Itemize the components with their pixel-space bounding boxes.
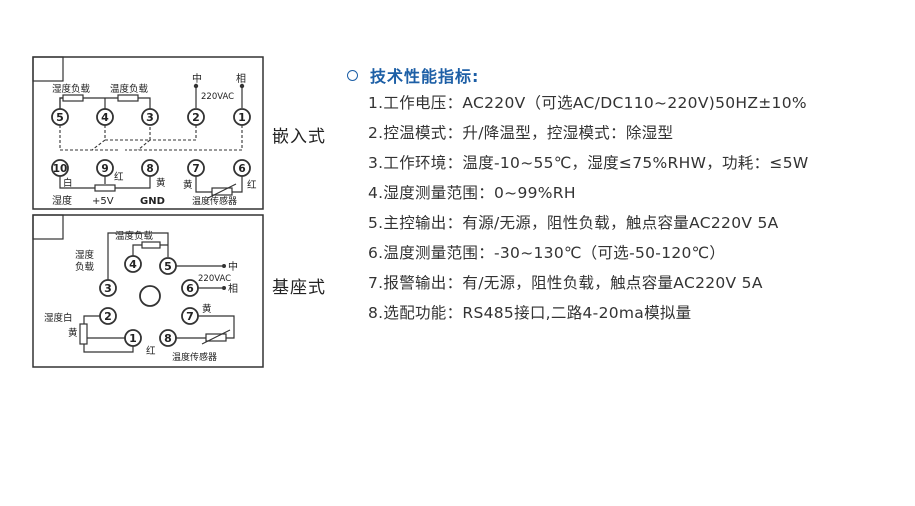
temp-sensor-wires: [195, 176, 243, 193]
terminal-label: 10: [53, 163, 68, 175]
terminal-label: 3: [104, 282, 112, 295]
humidity-label: 湿度: [52, 194, 72, 207]
terminal-label: 8: [146, 163, 153, 175]
relay-contacts: [59, 125, 243, 151]
temperature-load-resistor: [117, 94, 139, 102]
spec-title: 技术性能指标:: [345, 62, 910, 88]
phase-label: 相: [236, 72, 246, 85]
load-wires: [59, 97, 151, 110]
terminal-label: 2: [104, 310, 112, 323]
humidity-sensor-wires: [83, 315, 134, 353]
terminal-label: 6: [186, 282, 194, 295]
top-panel-notch: [32, 56, 64, 82]
terminal-label: 6: [238, 163, 245, 175]
terminal-label: 9: [101, 163, 108, 175]
bottom-panel-notch: [32, 214, 64, 240]
spec-item: 3.工作环境：温度-10~55℃，湿度≤75%RHW，功耗：≤5W: [368, 154, 809, 172]
terminal-label: 1: [238, 111, 246, 124]
terminal-label: 4: [101, 111, 109, 124]
spec-item: 8.选配功能：RS485接口,二路4-20ma模拟量: [368, 304, 692, 322]
terminal-label: 3: [146, 111, 154, 124]
spec-title-text: 技术性能指标:: [370, 67, 480, 86]
terminal-label: 2: [192, 111, 200, 124]
embedded-mount-label: 嵌入式: [272, 127, 326, 147]
voltage-label: 220VAC: [198, 274, 231, 284]
spec-section: 技术性能指标: 1.工作电压：AC220V（可选AC/DC110~220V)50…: [345, 62, 910, 328]
wiring-diagrams: 湿度负载 温度负载 中 相 220VAC 5 4 3 2 1 10 9 8 7 …: [32, 56, 326, 368]
temp-sensor-wires: [176, 315, 235, 339]
spec-item: 7.报警输出：有/无源，阻性负载，触点容量AC220V 5A: [368, 274, 763, 292]
spec-item: 6.温度测量范围：-30~130℃（可选-50-120℃）: [368, 244, 726, 262]
circle-bullet-icon: [347, 69, 358, 81]
terminal-3: [99, 279, 117, 297]
humidity-sensor-resistor: [79, 323, 88, 345]
red-label: 红: [114, 171, 124, 183]
top-panel-frame: [32, 56, 264, 210]
temp-sensor-label: 温度传感器: [172, 351, 217, 363]
spec-item: 1.工作电压：AC220V（可选AC/DC110~220V)50HZ±10%: [368, 94, 807, 112]
temperature-load-label: 温度负载: [115, 230, 154, 242]
neutral-label: 中: [228, 260, 238, 273]
base-mount-label: 基座式: [272, 278, 326, 298]
temp-sensor-label: 温度传感器: [192, 195, 237, 207]
yellow-label: 黄: [68, 327, 78, 339]
terminal-label: 8: [164, 332, 172, 345]
yellow-label: 黄: [202, 303, 212, 315]
humidity-white-label: 湿度白: [44, 312, 73, 324]
terminal-label: 1: [129, 332, 137, 345]
terminal-label: 4: [129, 258, 137, 271]
voltage-label: 220VAC: [201, 92, 234, 102]
red-label: 红: [247, 179, 257, 191]
temperature-load-resistor: [141, 241, 161, 249]
terminal-label: 5: [56, 111, 64, 124]
yellow-label: 黄: [156, 177, 166, 189]
spec-item: 2.控温模式：升/降温型，控湿模式：除湿型: [368, 124, 674, 142]
bottom-panel-frame: [32, 214, 264, 368]
humidity-load-label-2: 负载: [75, 261, 95, 273]
mains-wires: [176, 265, 222, 289]
gnd-label: GND: [140, 196, 165, 207]
humidity-load-label: 湿度负载: [52, 83, 91, 95]
humidity-load-resistor: [62, 94, 84, 102]
terminal-label: 5: [164, 260, 172, 273]
terminal-label: 7: [192, 163, 199, 175]
terminal-label: 7: [186, 310, 194, 323]
terminal-3: [141, 108, 159, 126]
neutral-label: 中: [192, 72, 202, 85]
spec-item: 4.湿度测量范围：0~99%RH: [368, 184, 576, 202]
white-label: 白: [63, 177, 73, 189]
yellow-label: 黄: [183, 179, 193, 191]
phase-label: 相: [228, 282, 238, 295]
humidity-sensor-wires: [59, 176, 151, 189]
mains-wires: [195, 86, 243, 108]
humidity-load-label: 湿度: [75, 249, 95, 261]
top-terminal-row: [51, 108, 251, 126]
temperature-load-label: 温度负载: [110, 83, 149, 95]
base-load-wires: [107, 232, 169, 282]
red-label: 红: [146, 345, 156, 357]
spec-item: 5.主控输出：有源/无源，阻性负载，触点容量AC220V 5A: [368, 214, 779, 232]
terminal-4: [124, 255, 142, 273]
plus5v-label: +5V: [92, 196, 114, 207]
humidity-sensor-resistor: [94, 184, 116, 192]
base-center-key: [139, 285, 161, 307]
